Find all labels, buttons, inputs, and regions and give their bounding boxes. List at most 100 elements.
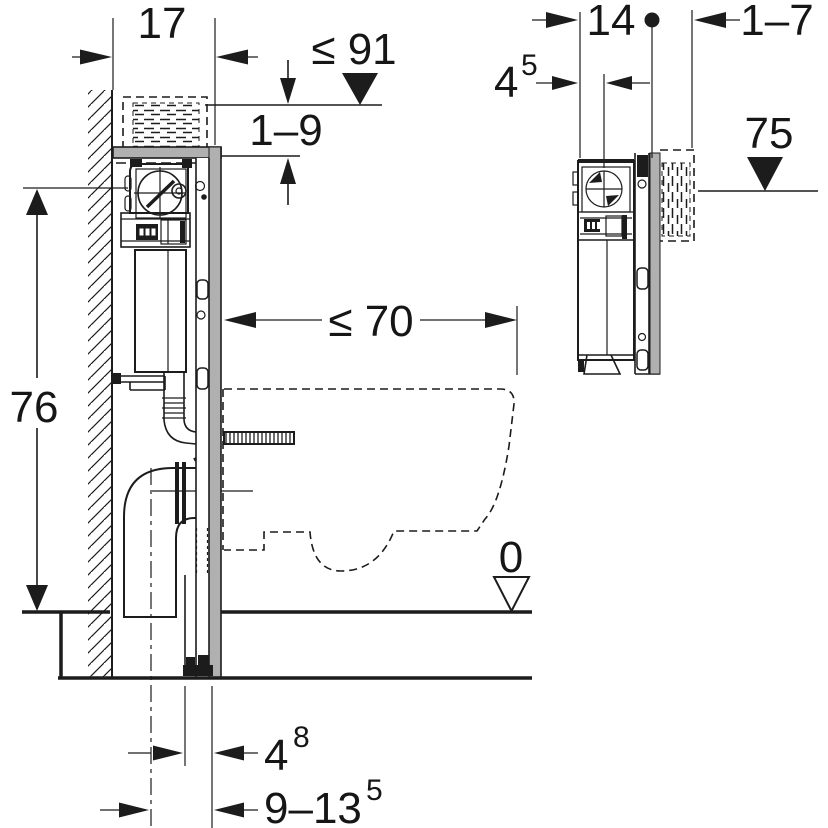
dim-lines <box>256 306 518 375</box>
wall-finish-strip-side <box>649 152 661 375</box>
flush-connector <box>160 219 187 245</box>
rail-slot-1 <box>636 267 649 290</box>
mount-tab <box>572 191 579 206</box>
dim-drain-range: 9–13 5 <box>100 774 383 828</box>
wall-finish-strip <box>208 146 222 678</box>
flush-unit <box>120 212 191 248</box>
rotate-arrow-icon <box>589 172 602 183</box>
dim-top-range: 1–9 <box>221 60 323 205</box>
grid-slit <box>597 222 600 229</box>
grid-slit <box>592 222 595 229</box>
cistern-side <box>572 159 635 375</box>
rail-slot-2 <box>636 349 649 371</box>
cistern-front <box>113 159 209 391</box>
dim-finish-range: 1–7 <box>691 0 814 148</box>
grid-slit <box>151 228 156 236</box>
mount-tab-lower <box>124 195 132 212</box>
rail-slot-black <box>637 155 648 177</box>
dim-frame-depth-label: 14 <box>587 0 636 45</box>
arrow-right-icon <box>119 802 149 818</box>
rail-slot-1 <box>196 279 209 300</box>
grid-slit <box>587 222 590 229</box>
rail-fill <box>635 153 649 374</box>
bottom-bracket <box>583 354 622 375</box>
arrow-left-icon <box>216 49 248 65</box>
level-marker-solid-icon <box>747 157 783 191</box>
dim-level-height: 75 <box>698 109 818 192</box>
arrow-left-icon <box>694 12 726 28</box>
toilet-bowl-outline <box>222 388 515 572</box>
arrow-right-icon <box>153 745 183 761</box>
dim-level-height-label: 75 <box>745 109 794 158</box>
arrow-up-icon <box>280 158 296 184</box>
bracket-cap <box>578 361 584 372</box>
side-view: 14 1–7 4 5 75 <box>494 0 818 375</box>
dim-drain-range-label: 9–13 <box>264 784 362 828</box>
dim-drain-range-sup: 5 <box>366 774 383 807</box>
arrow-right-icon <box>80 49 112 65</box>
arrow-right-icon <box>485 312 517 328</box>
dim-frame-depth: 14 <box>532 0 660 158</box>
protection-box <box>122 96 208 149</box>
dim-top-max-label: ≤ 91 <box>311 25 396 74</box>
front-view: 17 ≤ 91 1–9 76 ≤ 70 <box>10 0 532 828</box>
arrow-down-icon <box>280 78 296 104</box>
flush-pipe-sides <box>163 372 185 420</box>
coil-fill <box>132 102 200 148</box>
rail-hole-mid <box>196 310 206 320</box>
flush-unit-lines <box>121 218 190 242</box>
tank-bracket <box>113 375 166 391</box>
dim-drain-offset-label: 4 <box>264 731 288 780</box>
dim-finish-range-label: 1–7 <box>740 0 813 45</box>
water-inlet <box>171 183 187 199</box>
wall-section <box>88 90 113 678</box>
rail-hole-top <box>194 180 206 192</box>
frame-rail-side <box>634 152 661 375</box>
foot-plate <box>183 665 213 676</box>
bowl-contour <box>222 388 515 572</box>
grid-slit <box>145 228 150 236</box>
dim-ext-lines <box>112 18 216 145</box>
rail-hole-low <box>637 332 647 342</box>
dim-height: 76 <box>10 187 128 611</box>
dim-lines <box>536 74 650 168</box>
rail-dot <box>201 194 207 200</box>
water-inlet-core <box>175 187 183 195</box>
flush-connector-bar <box>622 215 627 239</box>
dim-supply-offset-label: 4 <box>494 58 518 107</box>
arrow-left-icon <box>606 76 632 90</box>
arrow-right-icon <box>546 12 578 28</box>
lid-clip-left <box>130 159 142 167</box>
dim-height-label: 76 <box>10 383 59 432</box>
dim-supply-offset-sup: 5 <box>521 49 538 82</box>
floor-level-marker: 0 <box>492 533 531 614</box>
arrow-right-icon <box>552 76 578 90</box>
wall-hatch <box>88 90 112 678</box>
dim-depth-max-label: ≤ 70 <box>328 297 413 346</box>
protection-box-outline <box>122 96 208 149</box>
arrow-down-icon <box>26 585 48 611</box>
dim-top-max: ≤ 91 <box>205 25 397 106</box>
frame-rail-front <box>183 146 222 678</box>
dim-top-range-label: 1–9 <box>249 106 322 155</box>
rail-slot-2 <box>196 367 209 390</box>
rail-hidden-slot <box>195 528 209 575</box>
tank-bracket-cap <box>113 373 121 384</box>
rail-fill <box>196 158 209 677</box>
elbow-flange-1 <box>175 462 179 524</box>
arrow-up-icon <box>26 189 48 215</box>
dim-drain-offset-sup: 8 <box>293 721 310 754</box>
level-marker-solid-icon <box>342 73 378 105</box>
grid-slit <box>139 228 144 236</box>
drain-elbow <box>123 462 253 828</box>
float-arm <box>145 179 176 209</box>
arrow-left-icon <box>214 802 244 818</box>
rotate-arrow-icon <box>606 195 619 206</box>
frame-top-bar <box>112 146 222 159</box>
service-cross <box>586 171 622 207</box>
coil-fill-side <box>661 162 691 237</box>
rail-hole <box>637 179 647 189</box>
flush-connector-bar <box>180 221 185 243</box>
